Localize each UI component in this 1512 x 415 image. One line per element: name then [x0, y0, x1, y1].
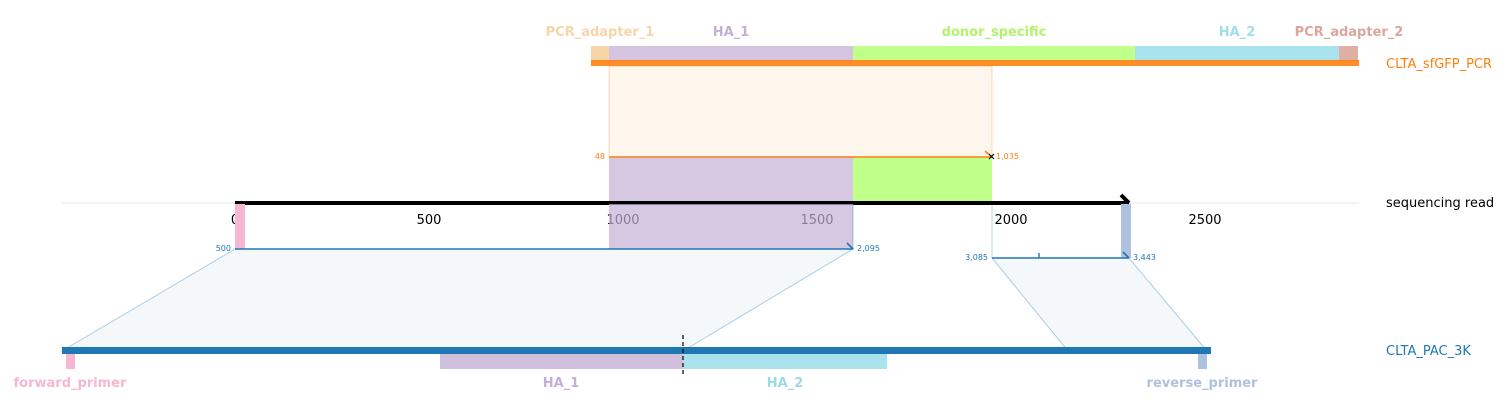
- top-reference-name: CLTA_sfGFP_PCR: [1386, 57, 1492, 72]
- top-alignment-start-coord: 48: [595, 152, 605, 161]
- bottom-feature-reverse-primer: [1198, 354, 1207, 369]
- bottom-feature-label-ha-1: HA_1: [543, 376, 580, 391]
- top-feature-donor-specific: [853, 46, 1135, 61]
- bottom-reference-bar: [62, 347, 1211, 354]
- bottom-alignment-2-arrow: [1122, 251, 1130, 259]
- bottom-feature-ha-1: [440, 354, 683, 369]
- read-name: sequencing read: [1386, 196, 1494, 211]
- bottom-alignment-1-shading: [60, 248, 855, 352]
- bottom-feature-label-ha-2: HA_2: [767, 376, 804, 391]
- read-projected-ha-1-lower: [609, 204, 853, 249]
- top-alignment-end-mark: [988, 153, 995, 160]
- bottom-alignment-1-arrow: [846, 242, 854, 250]
- bottom-alignment-1-end-coord: 2,095: [857, 244, 880, 253]
- read-projected-donor-specific: [853, 157, 992, 203]
- read-projected-forward-primer: [235, 204, 245, 249]
- bottom-alignment-2-end-coord: 3,443: [1133, 253, 1156, 262]
- top-feature-label-ha-1: HA_1: [713, 25, 750, 40]
- tick-label-2000: 2000: [994, 213, 1027, 228]
- read-arrow-head: [1119, 193, 1131, 205]
- top-reference-bar: [591, 60, 1359, 66]
- top-alignment-end-coord: 1,035: [996, 152, 1019, 161]
- tick-label-2500: 2500: [1188, 213, 1221, 228]
- bottom-feature-label-reverse-primer: reverse_primer: [1147, 376, 1259, 391]
- bottom-feature-label-forward-primer: forward_primer: [14, 376, 128, 391]
- top-feature-pcr-adapter-2: [1339, 46, 1358, 61]
- bottom-alignment-2-start-coord: 3,085: [965, 253, 988, 262]
- tick-label-500: 500: [417, 213, 442, 228]
- top-feature-label-pcr-adapter-1: PCR_adapter_1: [546, 25, 655, 40]
- top-feature-label-pcr-adapter-2: PCR_adapter_2: [1295, 25, 1404, 40]
- top-feature-ha-1: [609, 46, 853, 61]
- top-feature-ha-2: [1135, 46, 1339, 61]
- bottom-feature-ha-2: [683, 354, 887, 369]
- bottom-feature-forward-primer: [66, 354, 75, 369]
- bottom-alignment-1-start-coord: 500: [216, 244, 231, 253]
- bottom-alignment-2-shading: [990, 257, 1209, 352]
- top-feature-pcr-adapter-1: [591, 46, 609, 61]
- top-alignment-shading: [608, 65, 993, 158]
- top-feature-label-ha-2: HA_2: [1219, 25, 1256, 40]
- top-feature-label-donor-specific: donor_specific: [942, 25, 1047, 40]
- read-projected-ha-1: [609, 157, 853, 203]
- bottom-reference-name: CLTA_PAC_3K: [1386, 344, 1471, 359]
- read-projected-reverse-primer: [1121, 204, 1131, 258]
